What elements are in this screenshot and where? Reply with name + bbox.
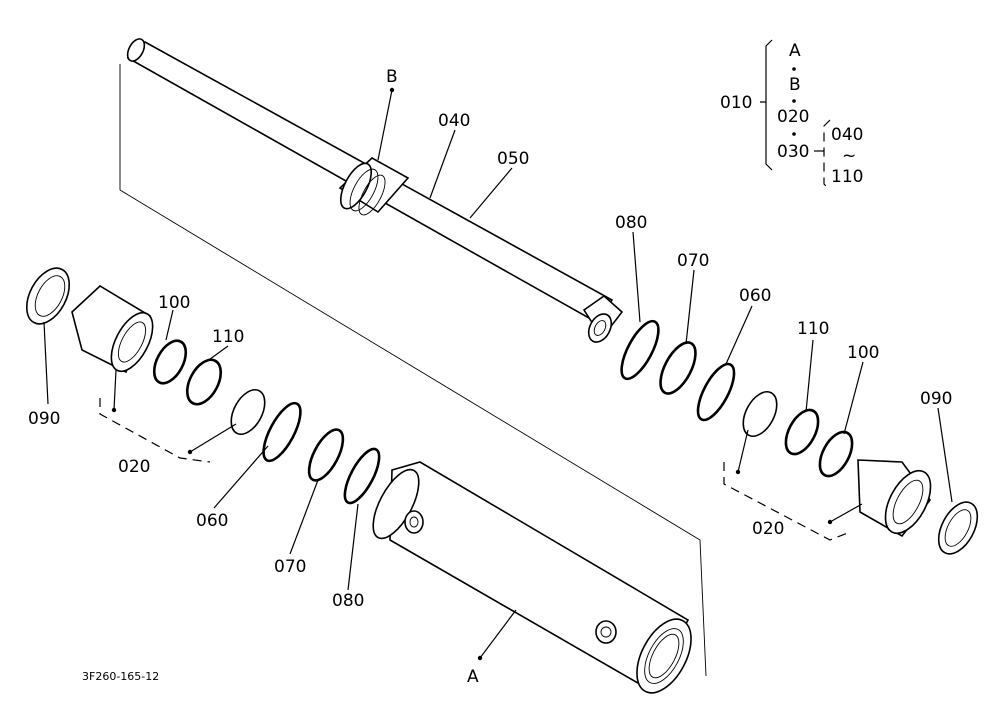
legend-range-separator: ~ [842, 146, 856, 166]
left-gland-group [25, 267, 381, 505]
label-020-left: 020 [118, 457, 150, 477]
label-090-left: 090 [28, 409, 60, 429]
label-080-bottom: 080 [332, 591, 364, 611]
legend-bracket [760, 39, 773, 171]
group-020-right-bracket [723, 462, 851, 541]
label-060-top: 060 [739, 286, 771, 306]
diagram-id: 3F260-165-12 [82, 670, 159, 683]
leader-lines [43, 87, 953, 661]
label-b: B [386, 67, 398, 87]
legend-assembly-number: 010 [720, 93, 752, 113]
label-080-top: 080 [615, 213, 647, 233]
label-a: A [467, 667, 479, 687]
legend-range-from: 040 [831, 125, 863, 145]
label-070-bottom: 070 [274, 557, 306, 577]
label-090-right: 090 [920, 389, 952, 409]
label-110-left: 110 [212, 327, 244, 347]
label-110-right: 110 [797, 319, 829, 339]
label-020-right: 020 [752, 519, 784, 539]
legend-range-to: 110 [831, 167, 863, 187]
piston-rod-part-b [126, 38, 624, 343]
label-040: 040 [438, 111, 470, 131]
label-070-top: 070 [677, 251, 709, 271]
legend-item-b: B [789, 75, 801, 95]
extension-line [699, 539, 707, 677]
legend-item-030: 030 [777, 142, 809, 162]
right-gland-group [620, 319, 979, 555]
group-020-left-bracket [99, 398, 211, 463]
assembly-legend: 010 A B 020 030 040 ~ 110 [720, 39, 863, 191]
cylinder-tube-part-a [372, 461, 692, 694]
label-060-bottom: 060 [196, 511, 228, 531]
label-050: 050 [497, 149, 529, 169]
label-100-left: 100 [158, 293, 190, 313]
extension-line [119, 189, 701, 541]
legend-item-a: A [789, 41, 801, 61]
legend-range-bracket [823, 119, 831, 191]
legend-item-020: 020 [777, 107, 809, 127]
label-100-right: 100 [847, 343, 879, 363]
